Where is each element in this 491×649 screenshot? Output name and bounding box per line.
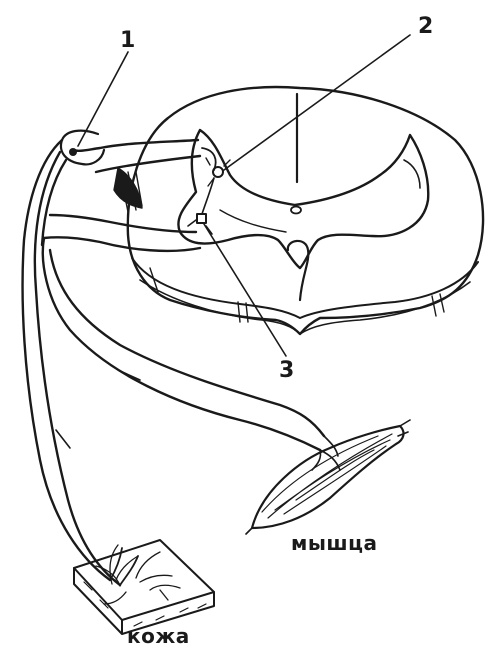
- ganglion-cell-body: [69, 148, 77, 156]
- interneuron-cell: [213, 167, 223, 177]
- dorsal-root: [74, 140, 198, 151]
- anterior-median-fissure: [288, 241, 308, 300]
- nerve-tick-2: [56, 430, 70, 448]
- interneuron-dendrites: [206, 158, 230, 186]
- dorsal-root-inner: [96, 156, 200, 172]
- spinal-nerve-mid: [42, 160, 66, 245]
- label-skin: кожа: [127, 626, 190, 646]
- lateral-horn-detail: [404, 160, 420, 188]
- motor-neuron-links: [188, 178, 214, 234]
- motor-nerve-inner: [50, 250, 324, 436]
- ventral-root-lower: [44, 237, 200, 251]
- label-3: 3: [279, 360, 294, 382]
- nerve-tick-1: [118, 370, 140, 380]
- spinal-cord-outline: [128, 87, 483, 334]
- label-muscle: мышца: [291, 533, 378, 553]
- leader-line-3: [204, 224, 286, 356]
- grey-matter: [178, 130, 428, 268]
- spinal-nerve-outer: [23, 140, 110, 580]
- skin-texture: [84, 582, 206, 626]
- motor-neuron-cell: [197, 214, 206, 223]
- ventral-root: [50, 215, 196, 232]
- motor-endings: [312, 436, 340, 470]
- central-canal: [291, 207, 301, 214]
- meninges-band: [132, 258, 478, 318]
- leader-line-1: [78, 52, 128, 146]
- cord-inner-line: [220, 210, 286, 232]
- muscle-fibers: [262, 434, 392, 518]
- sensory-fiber-in-cord: [202, 148, 216, 170]
- label-1: 1: [120, 30, 135, 52]
- label-2: 2: [418, 16, 433, 38]
